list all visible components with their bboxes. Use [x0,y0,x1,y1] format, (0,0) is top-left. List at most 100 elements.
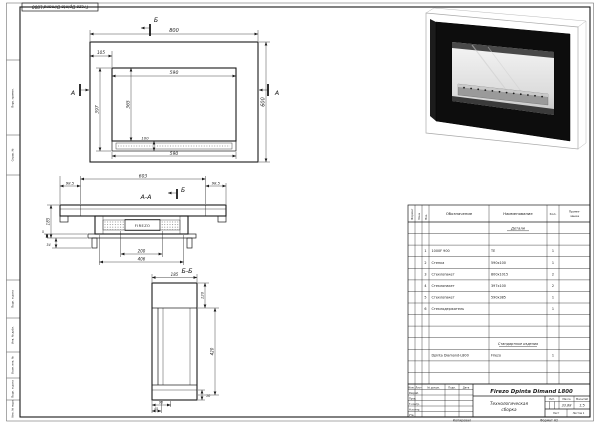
dim-90: 90 [159,401,163,405]
tb-row-tkontr: Т.контр. [409,402,420,406]
fireplace-side-face [430,19,436,121]
dim-406: 406 [138,256,146,261]
margin-label-podp2: Подп. и дата [11,380,15,398]
niche-wireframe-right [577,21,587,150]
left-margin-cells [6,59,20,401]
tb-col-podp: Подп. [448,385,456,389]
tb-row-prov: Пров. [409,396,416,400]
tb-row-razrab: Разраб. [409,391,419,395]
spec-table-grid [407,204,591,385]
bottom-format-label: Формат А2 [540,419,558,423]
row-name: 800х1015 [491,272,508,276]
dim-420: 420 [210,347,215,355]
dim-365: 365 [125,100,131,109]
tb-col-izm: Изм. [409,385,415,389]
row-name: Firezo [491,353,501,357]
spec-rows-standard: Dpinta Diamond-L800 Firezo 1 [432,353,555,357]
section-b-label-top: Б [154,17,158,24]
spec-table: Формат Зона Поз. Обозначение Наименовани… [407,204,591,385]
col-header-qty: Кол. [550,212,557,216]
col-header-note-1: Приме- [569,210,580,214]
dim-397: 397 [94,105,100,114]
tb-scale-value: 1:5 [579,404,584,408]
dim-120: 120 [200,291,205,299]
section-b-mark-top: Б [140,17,158,36]
tb-scale-label: Масштаб [576,397,588,401]
burner-holes [463,86,543,98]
spec-section-standard: Стандартные изделия [498,342,538,346]
dim-200: 200 [138,248,146,253]
glass-bottom-shadow [452,96,554,115]
aa-dim-lines [44,176,227,265]
row-qty: 2 [552,272,554,276]
dim-590-bottom: 590 [170,151,179,157]
row-designation: 1000F 900 [432,249,450,253]
row-name: 590х100 [491,261,506,265]
row-pos: 3 [424,272,426,276]
tb-mass-value: 33.88 [562,404,573,408]
front-outer-outline [89,41,259,163]
row-qty: 1 [552,296,554,300]
tb-col-data: Дата [463,385,470,389]
front-burner-slot [111,140,237,152]
row-designation: Стеклопакет [432,272,455,276]
margin-label-inv-podl: Инв. № подл. [11,399,15,417]
col-header-zone: Зона [417,213,421,220]
row-qty: 1 [552,353,554,357]
section-a-marks: А А [70,84,279,97]
row-qty: 2 [552,284,554,288]
col-header-name: Наименование [503,211,533,216]
tb-col-doc: № докум. [427,386,440,389]
spec-section-details: Детали [510,226,526,230]
bottom-copy-label: Копировал [453,419,471,423]
dim-590-top: 590 [170,70,179,76]
row-name: ТЕ [490,249,495,253]
title-block-grid [408,384,590,417]
row-designation: Стеклодержатель [432,307,465,311]
row-designation: Стеклопакет [432,284,455,288]
row-designation: Стеклопакет [432,296,455,300]
dim-10: 10 [206,394,210,398]
section-a-label-left: А [70,90,75,97]
burner-tray-top [458,84,548,97]
margin-label-vzam: Взам. инв. № [11,356,15,374]
col-header-format: Формат [410,208,414,220]
row-designation: Dpinta Diamond-L800 [432,353,469,357]
row-qty: 1 [552,307,554,311]
dim-100-slot: 100 [141,136,149,141]
front-view: 800 105 590 365 397 600 100 590 А А Б [70,17,279,163]
section-bb-title: Б-Б [181,267,193,275]
dim-105: 105 [97,50,105,55]
title-block: Изм. Лист № докум. Подп. Дата Разраб. Пр… [407,383,591,418]
top-stamp-text: Frezo Dpinta Dimand L800 [32,5,88,10]
section-b-mark-aa: Б [167,187,185,199]
row-pos: 2 [424,261,426,265]
section-aa-view: А-А Б FIREZO [42,173,227,265]
margin-label-inv-dubl: Инв. № дубл. [11,326,15,344]
section-a-label-right: А [274,90,279,97]
tb-row-nkontr: Н.контр. [409,407,420,411]
row-qty: 1 [552,261,554,265]
row-designation: Стенка [432,261,445,265]
dim-5: 5 [42,230,44,234]
bb-dim-lines [151,274,219,413]
col-header-designation: Обозначение [446,211,473,216]
section-aa-title: А-А [139,193,151,201]
dim-985-right: 98.5 [212,180,221,185]
margin-label-perv: Перв. примен. [11,88,15,108]
dim-185-bb: 185 [171,272,179,277]
tb-sheet-label: Лист [553,411,560,415]
spec-rows: 1 1000F 900 ТЕ 1 2 Стенка 590х100 1 3 Ст… [424,249,554,311]
row-pos: 1 [424,249,426,253]
render-3d-view [425,7,587,150]
dim-800: 800 [169,28,179,34]
row-name: 397х100 [491,284,506,288]
burner-brand-box [124,219,161,231]
burner-brand-text: FIREZO [135,224,151,228]
section-b-label-aa: Б [181,187,185,194]
tb-col-list: Лист [415,385,422,389]
tb-lit-label: Лит. [549,397,555,401]
margin-label-podp1: Подп. и дата [11,290,15,308]
tb-doc-name-1: Технологическая [490,401,529,406]
